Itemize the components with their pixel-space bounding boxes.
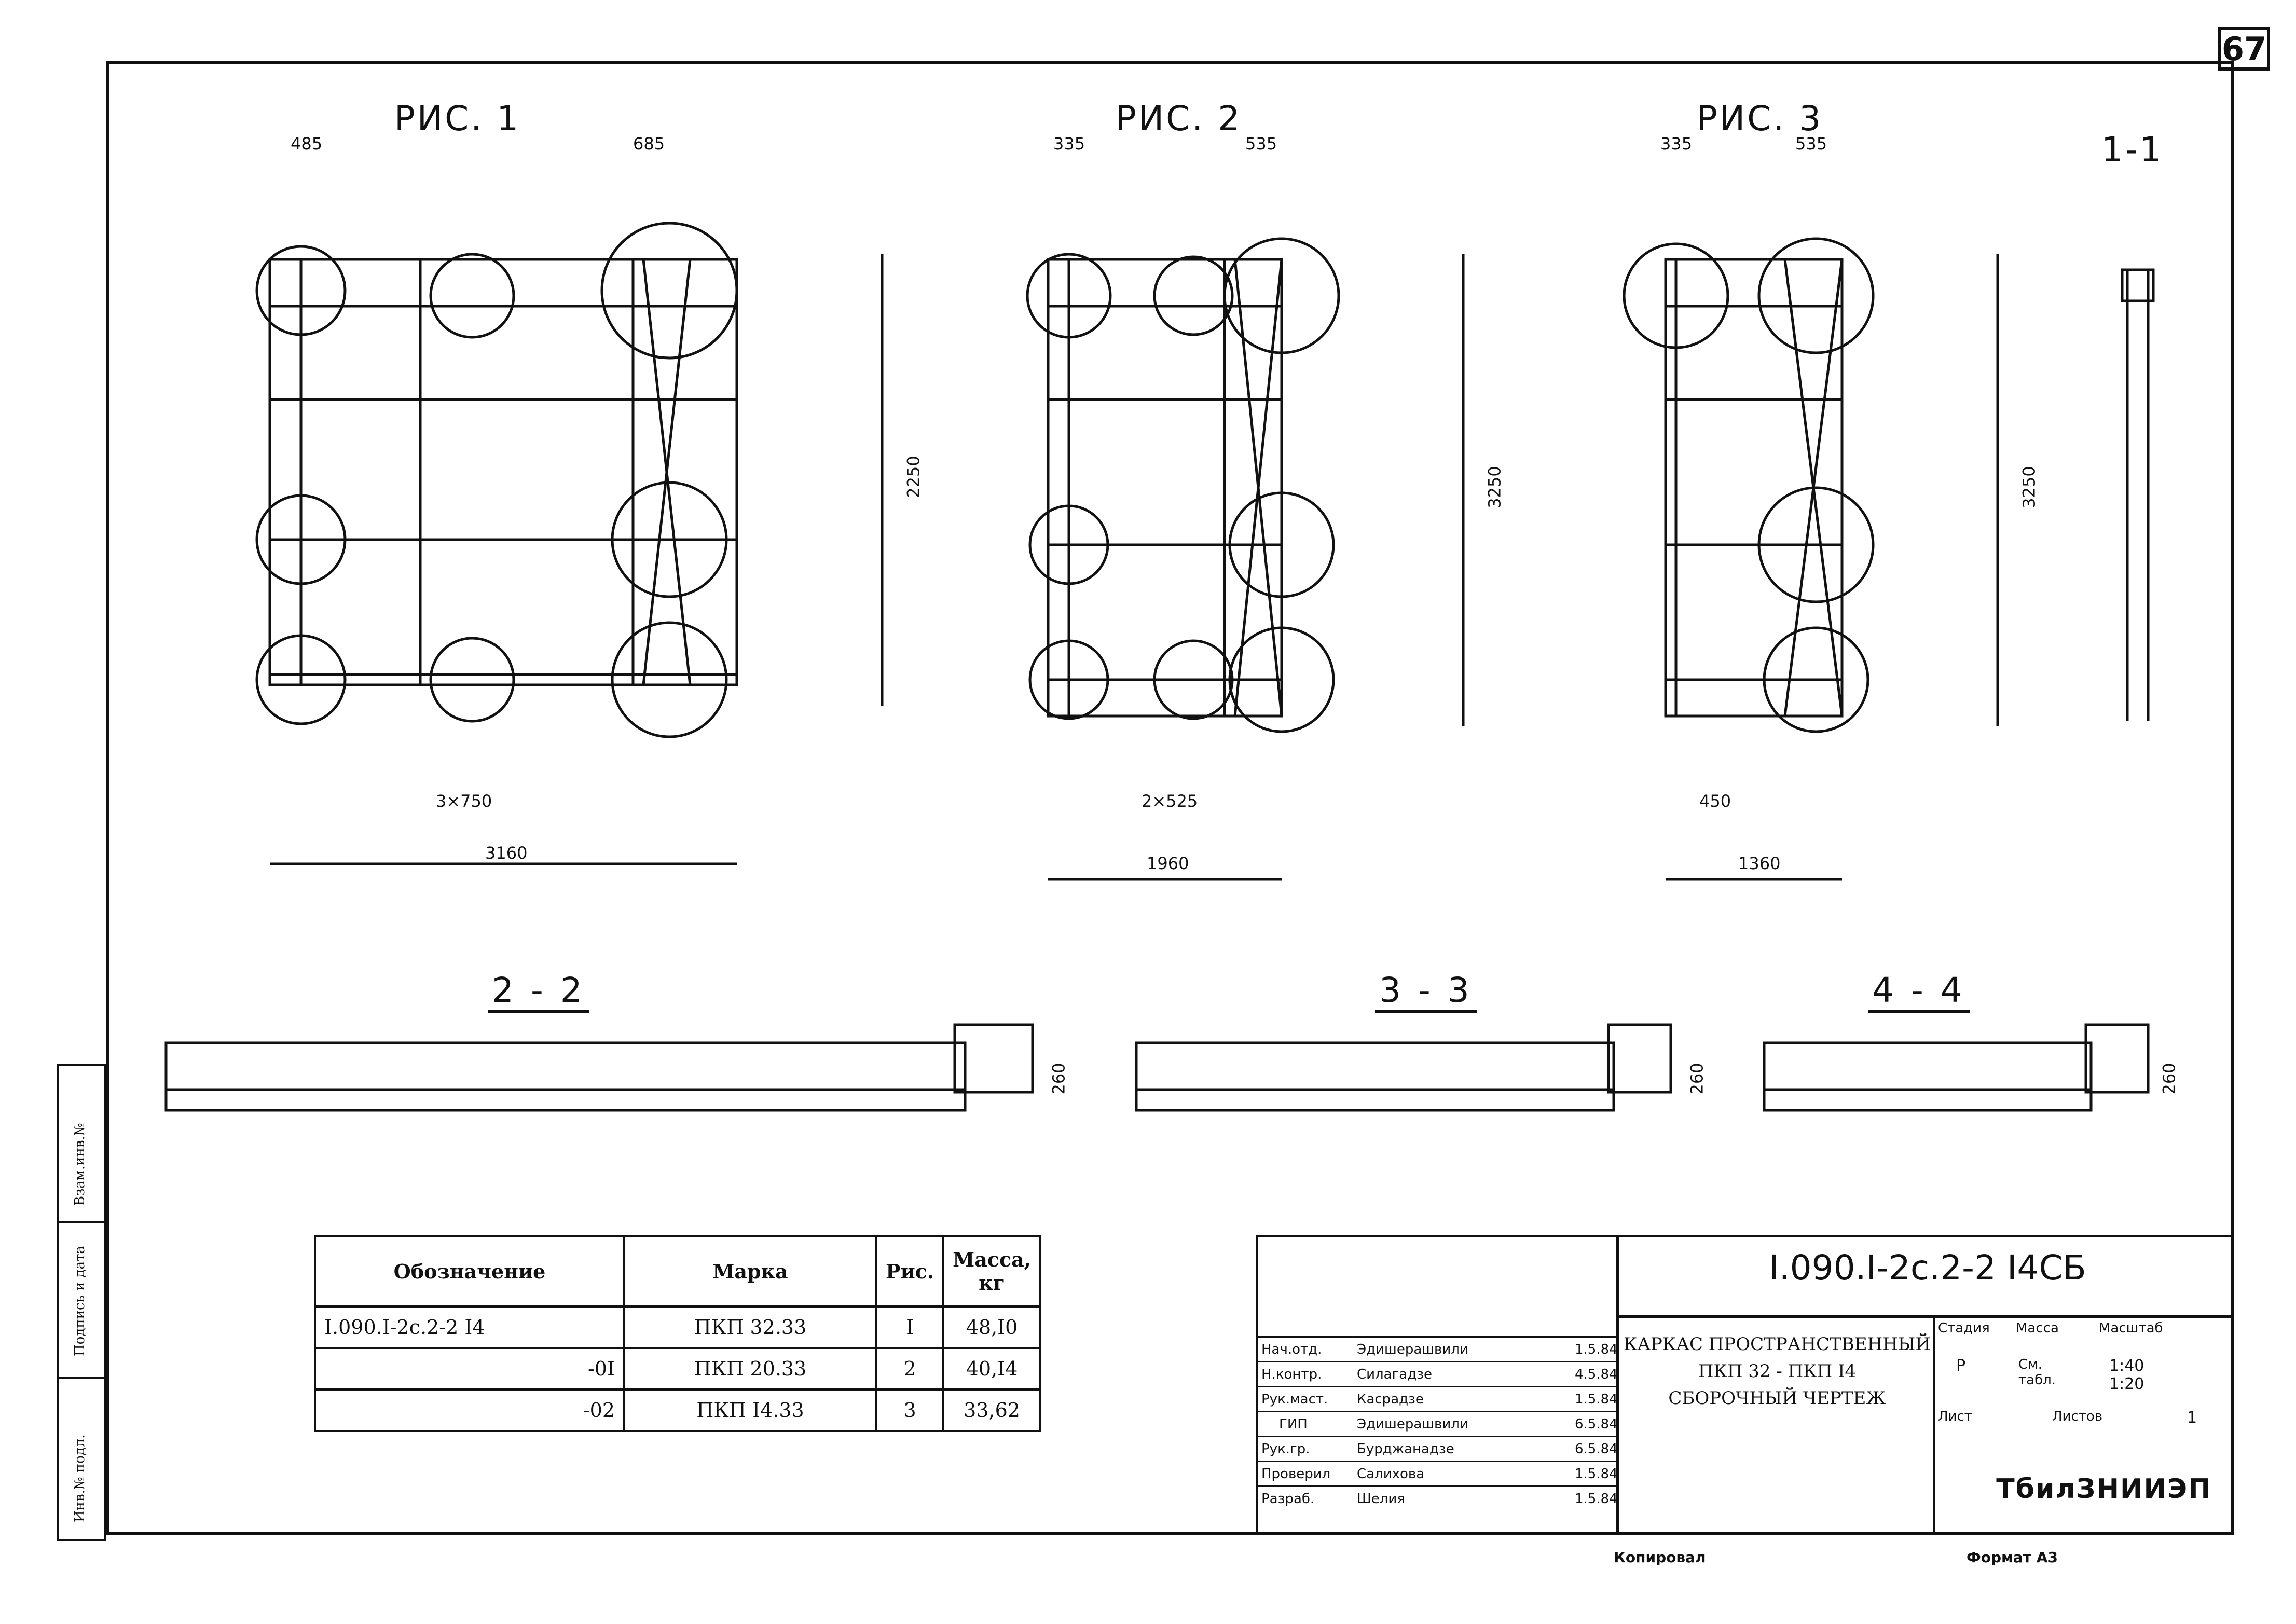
sheets-label: Листов: [2052, 1409, 2103, 1424]
section-4-4-title: 4 - 4: [1868, 970, 1970, 1013]
sheets-value: 1: [2187, 1409, 2197, 1427]
scale-value: 1:40 1:20: [2109, 1357, 2144, 1393]
table-row: -02 ПКП I4.33 3 33,62: [314, 1388, 1041, 1432]
side-stamp-divider: [59, 1221, 106, 1223]
fig1-dim-top-left: 485: [291, 134, 323, 154]
side-stamp-divider: [59, 1377, 106, 1379]
specification-table: Обозначение Марка Рис. Масса, кг I.090.I…: [314, 1235, 1041, 1432]
fig3-overall-height: 3250: [2019, 466, 2039, 508]
section-3-3-height: 260: [1687, 1063, 1707, 1095]
document-code: I.090.I-2с.2-2 I4СБ: [1769, 1248, 2086, 1288]
drawing-frame: [106, 61, 2234, 1535]
section-2-2-height: 260: [1049, 1063, 1069, 1095]
spec-cell-mark: ПКП 20.33: [623, 1347, 877, 1391]
table-row: I.090.I-2с.2-2 I4 ПКП 32.33 I 48,I0: [314, 1305, 1041, 1349]
stage-header: Стадия: [1938, 1320, 1990, 1336]
spec-cell-designation: I.090.I-2с.2-2 I4: [314, 1305, 625, 1349]
section-1-1-title: 1-1: [2101, 130, 2164, 170]
fig3-title: РИС. 3: [1697, 99, 1823, 139]
spec-cell-mass: 40,I4: [942, 1347, 1041, 1391]
spec-header-designation: Обозначение: [314, 1235, 625, 1308]
title-block-divider: [1616, 1315, 2234, 1318]
side-stamp-replace: Взам.инв.№: [72, 1123, 88, 1206]
fig2-dim-top-left: 335: [1053, 134, 1085, 154]
fig2-overall-height: 3250: [1484, 466, 1505, 508]
spec-cell-mark: ПКП 32.33: [623, 1305, 877, 1349]
fig1-frame: [268, 258, 738, 686]
fig1-title: РИС. 1: [394, 99, 521, 139]
side-stamp-signature: Подпись и дата: [72, 1246, 88, 1356]
mass-value: См. табл.: [2018, 1357, 2056, 1388]
fig3-overall-width: 1360: [1738, 854, 1781, 873]
fig1-overall-width: 3160: [485, 843, 528, 863]
spec-cell-figure: 2: [875, 1347, 945, 1391]
table-row: -0I ПКП 20.33 2 40,I4: [314, 1347, 1041, 1391]
spec-cell-designation: -02: [314, 1388, 625, 1432]
section-2-2-title: 2 - 2: [488, 970, 589, 1013]
fig3-dim-top-left: 335: [1660, 134, 1693, 154]
section-4-4-height: 260: [2159, 1063, 2179, 1095]
footer-copied: Копировал: [1614, 1549, 1706, 1566]
fig1-dim-bottom-spacing: 3×750: [436, 791, 492, 811]
spec-cell-figure: 3: [875, 1388, 945, 1432]
spec-cell-figure: I: [875, 1305, 945, 1349]
spec-header-figure: Рис.: [875, 1235, 945, 1308]
spec-header-mark: Марка: [623, 1235, 877, 1308]
footer-format: Формат А3: [1967, 1549, 2058, 1566]
fig2-title: РИС. 2: [1116, 99, 1242, 139]
fig2-dim-bottom-spacing: 2×525: [1142, 791, 1198, 811]
fig1-dim-top-right: 685: [633, 134, 665, 154]
spec-header-row: Обозначение Марка Рис. Масса, кг: [314, 1235, 1041, 1308]
fig2-overall-width: 1960: [1147, 854, 1189, 873]
mass-header: Масса: [2016, 1320, 2059, 1336]
fig2-dim-top-right: 535: [1245, 134, 1277, 154]
spec-cell-designation: -0I: [314, 1347, 625, 1391]
fig3-dim-top-right: 535: [1795, 134, 1827, 154]
spec-cell-mark: ПКП I4.33: [623, 1388, 877, 1432]
spec-cell-mass: 33,62: [942, 1388, 1041, 1432]
organization-name: ТбилЗНИИЭП: [1996, 1474, 2212, 1505]
stage-value: Р: [1956, 1357, 1966, 1375]
spec-cell-mass: 48,I0: [942, 1305, 1041, 1349]
sheet-label: Лист: [1938, 1409, 1972, 1424]
side-stamp-inventory: Инв.№ подл.: [72, 1434, 88, 1522]
side-stamp: Взам.инв.№ Подпись и дата Инв.№ подл.: [57, 1064, 106, 1541]
section-3-3-title: 3 - 3: [1375, 970, 1477, 1013]
document-name: КАРКАС ПРОСТРАНСТВЕННЫЙ ПКП 32 - ПКП I4 …: [1623, 1334, 1931, 1409]
spec-header-mass: Масса, кг: [942, 1235, 1041, 1308]
scale-header: Масштаб: [2099, 1320, 2163, 1336]
title-block-divider: [1616, 1237, 1619, 1532]
title-block-divider: [1933, 1315, 1935, 1535]
fig1-overall-height: 2250: [903, 456, 924, 498]
fig3-dim-bottom-spacing: 450: [1699, 791, 1731, 811]
